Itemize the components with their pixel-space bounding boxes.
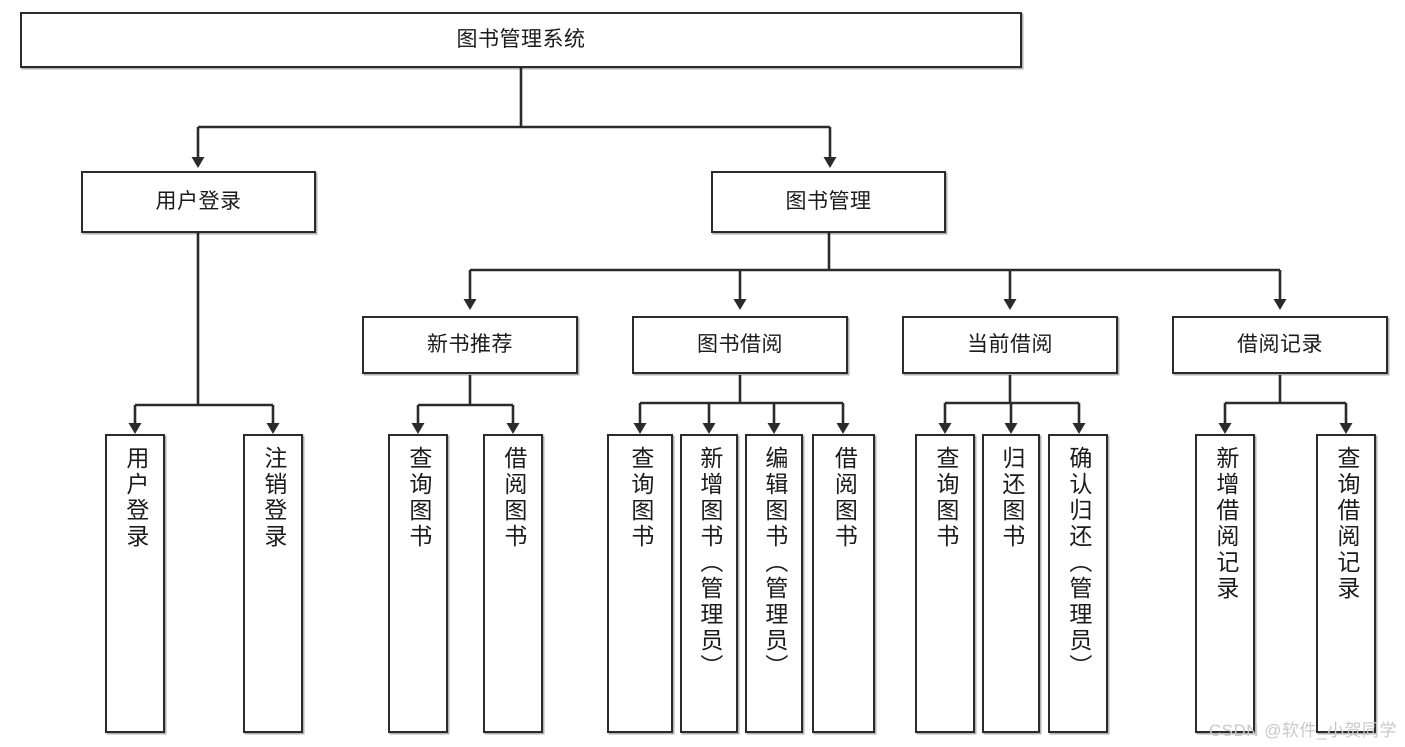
node-leaf-confirm-return-admin[interactable]: 确认归还（管理员） [1048,434,1108,733]
node-borrow-record-label: 借阅记录 [1237,332,1323,356]
node-new-book-rec[interactable]: 新书推荐 [362,316,578,374]
node-book-borrow[interactable]: 图书借阅 [632,316,848,374]
node-user-login[interactable]: 用户登录 [81,171,316,233]
node-root-label: 图书管理系统 [456,27,586,51]
node-leaf-confirm-return-admin-label: 确认归还（管理员） [1065,446,1092,680]
node-user-login-label: 用户登录 [155,189,242,213]
node-book-manage-label: 图书管理 [785,189,872,213]
node-leaf-logout-login-label: 注销登录 [260,446,287,550]
node-leaf-add-borrow-record[interactable]: 新增借阅记录 [1195,434,1255,733]
node-leaf-user-login[interactable]: 用户登录 [105,434,165,733]
node-leaf-query-book-1-label: 查询图书 [405,446,432,550]
node-leaf-borrow-book-2[interactable]: 借阅图书 [812,434,875,733]
node-root[interactable]: 图书管理系统 [20,12,1022,68]
node-current-borrow-label: 当前借阅 [967,332,1053,356]
node-leaf-add-borrow-record-label: 新增借阅记录 [1212,446,1239,602]
node-leaf-return-book[interactable]: 归还图书 [982,434,1040,733]
node-leaf-add-book-admin[interactable]: 新增图书（管理员） [680,434,738,733]
node-leaf-query-book-3-label: 查询图书 [932,446,959,550]
node-leaf-edit-book-admin-label: 编辑图书（管理员） [761,446,788,680]
node-leaf-borrow-book-1-label: 借阅图书 [500,446,527,550]
node-leaf-user-login-label: 用户登录 [122,446,149,550]
node-current-borrow[interactable]: 当前借阅 [902,316,1118,374]
node-leaf-query-book-2-label: 查询图书 [627,446,654,550]
node-leaf-add-book-admin-label: 新增图书（管理员） [696,446,723,680]
node-leaf-borrow-book-2-label: 借阅图书 [831,446,858,550]
node-leaf-edit-book-admin[interactable]: 编辑图书（管理员） [745,434,803,733]
node-borrow-record[interactable]: 借阅记录 [1172,316,1388,374]
node-book-borrow-label: 图书借阅 [697,332,783,356]
node-leaf-borrow-book-1[interactable]: 借阅图书 [483,434,543,733]
node-book-manage[interactable]: 图书管理 [711,171,946,233]
node-leaf-query-borrow-record-label: 查询借阅记录 [1333,446,1360,602]
node-leaf-return-book-label: 归还图书 [998,446,1025,550]
node-leaf-query-borrow-record[interactable]: 查询借阅记录 [1316,434,1376,733]
node-leaf-query-book-1[interactable]: 查询图书 [388,434,448,733]
node-new-book-rec-label: 新书推荐 [427,332,513,356]
node-leaf-query-book-3[interactable]: 查询图书 [915,434,975,733]
watermark: CSDN @软件_小贺同学 [1208,721,1397,740]
node-leaf-logout-login[interactable]: 注销登录 [243,434,303,733]
node-leaf-query-book-2[interactable]: 查询图书 [607,434,673,733]
